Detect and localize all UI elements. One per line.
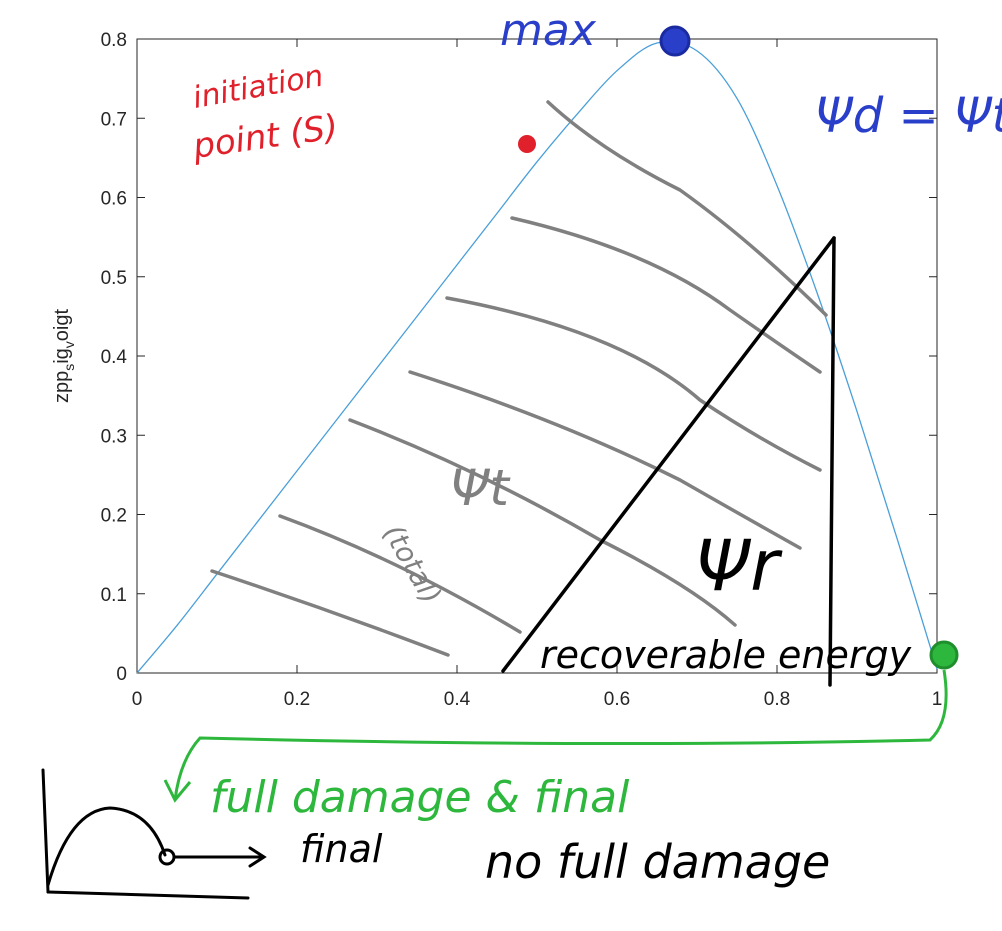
x-tick-label: 0.2	[284, 689, 310, 710]
y-tick-label: 0.3	[101, 426, 127, 447]
y-label-part-2: ig	[51, 348, 73, 364]
max-label: max	[500, 5, 597, 56]
y-tick-label: 0.1	[101, 585, 127, 606]
y-tick-label: 0.6	[101, 189, 127, 210]
y-tick-label: 0.4	[101, 347, 128, 368]
hatch-stroke	[348, 418, 737, 627]
mini-curve	[46, 806, 167, 887]
y-label-sub-2: v	[61, 341, 77, 348]
triangle-hypotenuse	[501, 236, 836, 673]
hatch-stroke	[408, 370, 802, 550]
recoverable-triangle	[501, 236, 836, 687]
series-line-damage-curve	[136, 40, 938, 674]
y-tick-label: 0	[116, 664, 127, 685]
x-tick-label: 0.8	[764, 689, 790, 710]
triangle-vertical	[828, 236, 836, 687]
x-tick-label: 0	[132, 689, 143, 710]
hatch-stroke	[278, 514, 522, 634]
mini-y-axis	[41, 768, 50, 894]
x-axis-ticks: 0 0.2 0.4 0.6 0.8 1	[132, 39, 943, 710]
total-energy-hatching	[210, 100, 828, 657]
connector-arrowhead	[163, 779, 192, 803]
x-tick-label: 1	[932, 689, 943, 710]
y-label-part-1: zpp	[51, 371, 73, 403]
hatch-stroke	[210, 569, 450, 657]
y-tick-label: 0.2	[101, 506, 127, 527]
y-label-sub-1: s	[61, 364, 77, 371]
mini-arrow	[173, 846, 267, 868]
x-tick-label: 0.4	[444, 689, 471, 710]
psi-d-label: Ψd = Ψt − Ψr	[815, 88, 1002, 144]
no-full-damage-label: no full damage	[485, 835, 830, 889]
y-tick-label: 0.5	[101, 268, 127, 289]
hatch-stroke	[445, 296, 822, 472]
hatch-stroke	[510, 216, 822, 374]
max-marker	[659, 25, 691, 57]
psi-t-label: Ψt	[450, 459, 511, 517]
hatch-stroke	[546, 100, 828, 317]
full-damage-connector	[173, 669, 948, 801]
final-marker	[929, 640, 959, 670]
psi-r-label: Ψr	[695, 525, 783, 607]
recoverable-label: recoverable energy	[540, 633, 912, 677]
y-label-part-3: oigt	[51, 309, 73, 342]
initiation-marker	[518, 135, 536, 153]
mini-sketch	[41, 768, 267, 900]
y-axis-label: zppsigvoigt	[51, 309, 77, 404]
final-label: final	[300, 827, 383, 871]
x-tick-label: 0.6	[604, 689, 630, 710]
y-axis-ticks: 0 0.1 0.2 0.3 0.4 0.5 0.6 0.7 0.8	[101, 30, 937, 685]
full-damage-label: full damage & final	[210, 772, 630, 823]
plot-area: 0 0.2 0.4 0.6 0.8 1 0 0.1 0.2 0.3 0.4 0.5 0.6 0.7 0.8	[101, 30, 943, 710]
y-tick-label: 0.7	[101, 109, 127, 130]
mini-x-axis	[46, 890, 250, 900]
y-tick-label: 0.8	[101, 30, 127, 51]
